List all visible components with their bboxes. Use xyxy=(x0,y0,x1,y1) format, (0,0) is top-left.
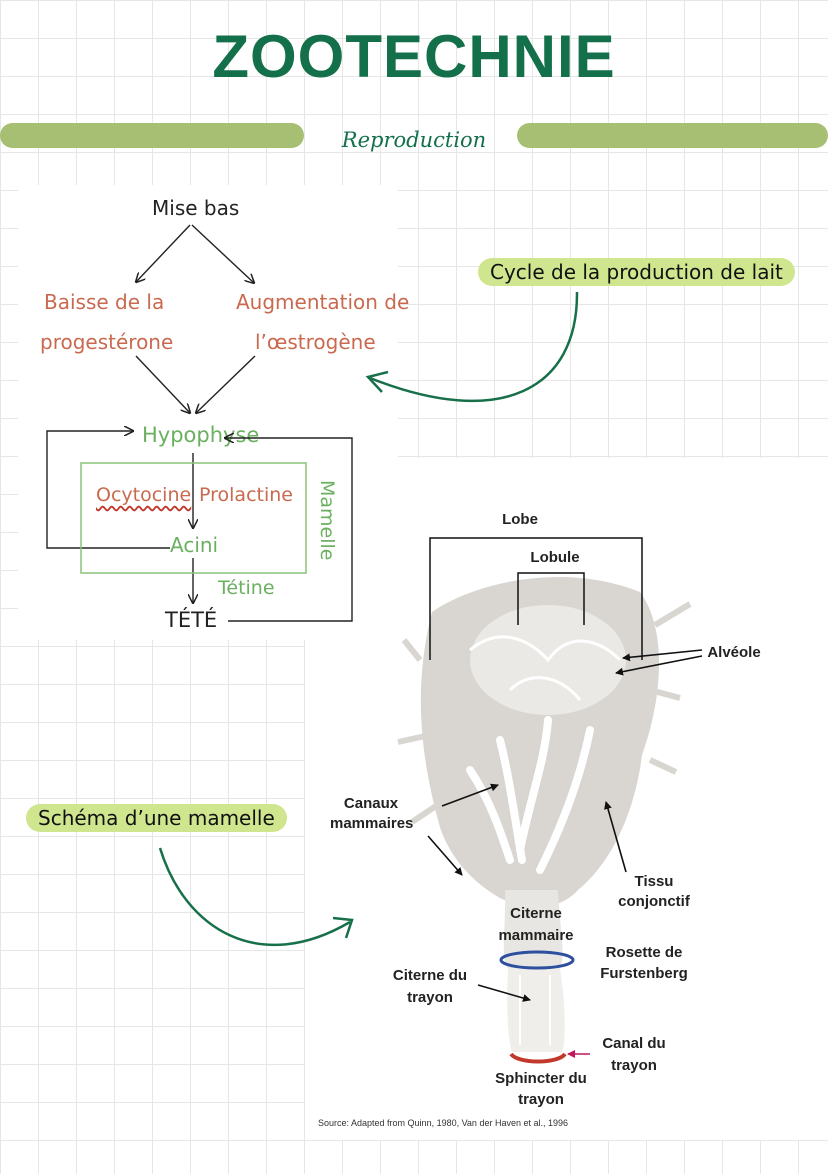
arrow-misebas-baisse xyxy=(136,224,191,282)
node-mise-bas: Mise bas xyxy=(152,196,240,220)
node-tetine: Tétine xyxy=(218,577,275,599)
node-baisse-line2: progestérone xyxy=(40,330,174,354)
arrow-acini-loop xyxy=(46,431,170,549)
header-band-right xyxy=(517,123,828,148)
label-citerne-trayon-line2: trayon xyxy=(407,989,453,1006)
node-augmentation-line1: Augmentation de xyxy=(236,290,410,314)
node-baisse-line1: Baisse de la xyxy=(44,290,165,314)
header-band-left xyxy=(0,123,304,148)
source-credit: Source: Adapted from Quinn, 1980, Van de… xyxy=(318,1118,568,1128)
schema-label-highlight: Schéma d’une mamelle xyxy=(26,804,287,832)
arrow-augmentation-hypophyse xyxy=(196,355,256,413)
rosette-ring xyxy=(499,950,575,970)
label-lobe: Lobe xyxy=(502,511,538,528)
label-citerne-trayon-line1: Citerne du xyxy=(392,967,468,984)
node-tete: TÉTÉ xyxy=(165,608,218,632)
label-alveole: Alvéole xyxy=(707,644,761,661)
label-canaux-line2: mammaires xyxy=(330,815,414,832)
label-sphincter-line1: Sphincter du xyxy=(495,1070,587,1087)
label-canal-line1: Canal du xyxy=(602,1035,666,1052)
arrow-baisse-hypophyse xyxy=(135,355,190,413)
arrow-misebas-augmentation xyxy=(191,224,254,283)
curved-arrow-schema xyxy=(158,847,351,947)
sphincter-ring xyxy=(509,1052,567,1064)
page-subtitle: Reproduction xyxy=(341,128,487,152)
label-canal-line2: trayon xyxy=(611,1057,657,1074)
page-title: ZOOTECHNIE xyxy=(212,23,616,90)
node-augmentation-line2: l’œstrogène xyxy=(255,330,376,354)
mamelle-box xyxy=(80,462,307,574)
label-citerne-mammaire-line1: Citerne xyxy=(510,905,562,922)
label-rosette-line2: Furstenberg xyxy=(600,965,688,982)
label-rosette-line1: Rosette de xyxy=(605,944,683,961)
lobule-bracket xyxy=(517,572,585,625)
node-acini: Acini xyxy=(170,533,219,557)
curved-arrow-cycle xyxy=(369,291,579,403)
lobe-bracket xyxy=(429,537,643,660)
label-tissu-line2: conjonctif xyxy=(618,893,690,910)
label-tissu-line1: Tissu xyxy=(634,873,674,890)
udder-illustration xyxy=(397,576,692,1052)
node-prolactine: Prolactine xyxy=(199,484,293,506)
label-citerne-mammaire-line2: mammaire xyxy=(498,927,574,944)
node-ocytocine: Ocytocine xyxy=(96,484,192,506)
label-canaux-line1: Canaux xyxy=(343,795,399,812)
label-lobule: Lobule xyxy=(530,549,580,566)
cycle-label-highlight: Cycle de la production de lait xyxy=(478,258,795,286)
node-hypophyse: Hypophyse xyxy=(142,423,260,447)
arrow-tete-loop xyxy=(225,438,353,622)
label-sphincter-line2: trayon xyxy=(518,1091,564,1108)
